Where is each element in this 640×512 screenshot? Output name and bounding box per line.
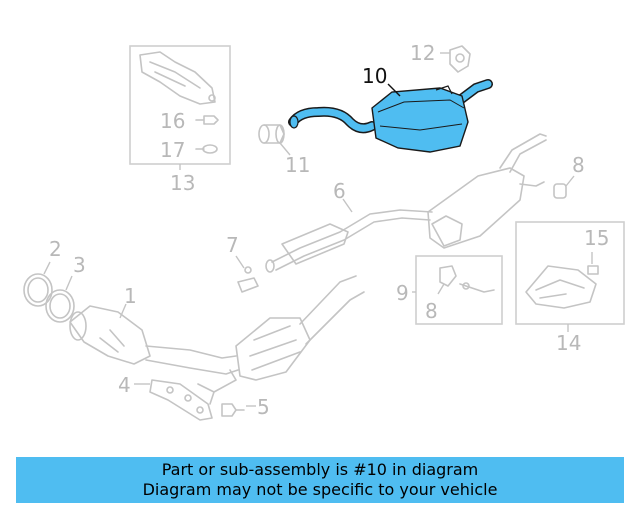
- part-12-hanger: [449, 45, 471, 73]
- callout-15: 15: [584, 226, 609, 250]
- callout-17: 17: [160, 138, 185, 162]
- part-2-gasket: [23, 273, 53, 307]
- callout-9: 9: [396, 281, 409, 305]
- group-box-14: [515, 221, 625, 325]
- part-7-clamp: [237, 266, 259, 293]
- part-3-gasket: [45, 289, 75, 323]
- callout-10: 10: [362, 64, 387, 88]
- part-15-nut: [587, 265, 599, 275]
- callout-12: 12: [410, 41, 435, 65]
- exhaust-parts-diagram: 16 17 13 11 10 12 6: [23, 41, 625, 421]
- callout-5: 5: [257, 395, 270, 419]
- callout-8-lower: 8: [425, 299, 438, 323]
- callout-16: 16: [160, 109, 185, 133]
- part-8-hanger: [553, 183, 567, 199]
- group-box-9: [415, 255, 503, 325]
- part-11-clamp: [258, 124, 285, 144]
- callout-1: 1: [124, 284, 137, 308]
- callout-4: 4: [118, 373, 131, 397]
- part-17-grommet: [195, 144, 218, 154]
- part-1-catalytic-converter: [69, 275, 365, 405]
- part-9-bracket: [439, 265, 495, 293]
- part-6-intermediate-pipe: [265, 133, 547, 273]
- callout-7: 7: [226, 233, 239, 257]
- callout-3: 3: [73, 253, 86, 277]
- banner-line-2: Diagram may not be specific to your vehi…: [142, 480, 498, 499]
- part-5-bolt: [221, 403, 245, 417]
- heat-shield-13: [139, 51, 216, 105]
- part-10-rear-muffler: [288, 79, 493, 153]
- callout-14: 14: [556, 331, 581, 355]
- part-4-gasket: [149, 379, 213, 421]
- callout-6: 6: [333, 179, 346, 203]
- callout-2: 2: [49, 237, 62, 261]
- part-16-clip: [195, 115, 219, 125]
- callout-13: 13: [170, 171, 195, 195]
- info-banner: Part or sub-assembly is #10 in diagram D…: [16, 457, 624, 503]
- callout-11: 11: [285, 153, 310, 177]
- callout-8-upper: 8: [572, 153, 585, 177]
- banner-line-1: Part or sub-assembly is #10 in diagram: [161, 460, 479, 479]
- part-14-heat-shield: [525, 265, 597, 309]
